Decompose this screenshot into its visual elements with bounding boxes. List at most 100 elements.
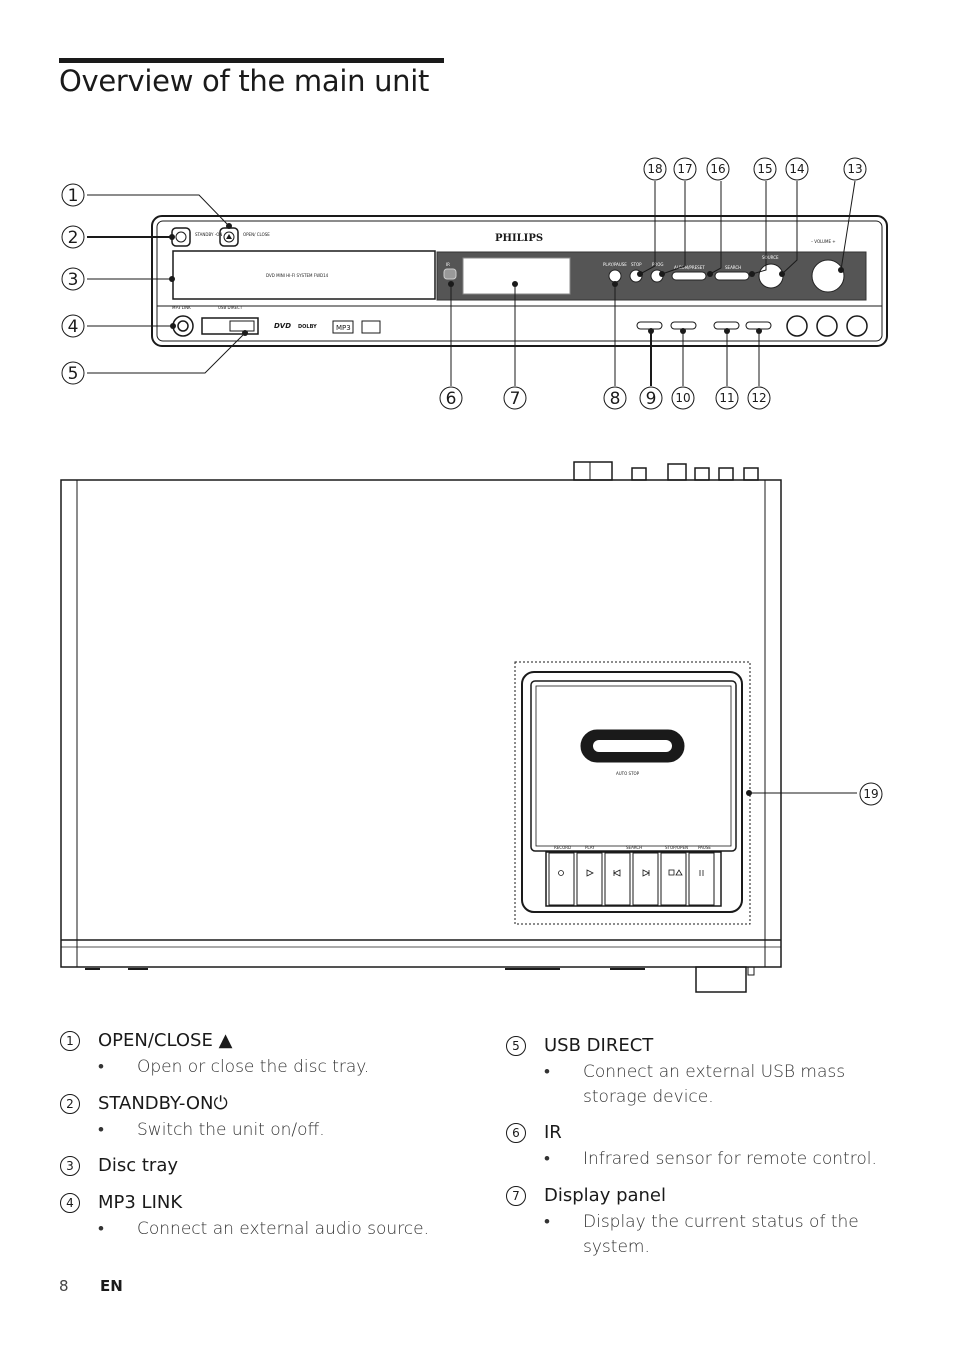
- standby-button[interactable]: [175, 231, 187, 243]
- mp3-link-label: MP3 LINK: [172, 305, 191, 310]
- play-pause-button[interactable]: [608, 269, 622, 283]
- callout-3: 3: [68, 270, 79, 290]
- callout-12: 12: [751, 391, 766, 405]
- callout-9: 9: [646, 389, 657, 409]
- top-view: [60, 461, 782, 993]
- stop-label: STOP: [631, 262, 642, 267]
- item-desc: Infrared sensor for remote control.: [583, 1149, 877, 1169]
- item-number: 2: [60, 1094, 80, 1114]
- volume-knob[interactable]: [811, 259, 845, 293]
- callout-15: 15: [757, 162, 772, 176]
- usb-direct-label: USB DIRECT: [218, 305, 243, 310]
- pause-button[interactable]: [688, 852, 715, 906]
- play-pause-label: PLAY/PAUSE: [603, 262, 627, 267]
- ir-label: IR: [446, 262, 450, 267]
- volume-label: – VOLUME +: [811, 239, 836, 244]
- record-label: RECORD: [554, 845, 571, 850]
- callout-18: 18: [647, 162, 662, 176]
- round-button-1[interactable]: [786, 315, 808, 337]
- dolby-logo: DOLBY: [298, 324, 317, 330]
- callout-2: 2: [68, 228, 79, 248]
- usb-direct-port[interactable]: [201, 317, 259, 335]
- auto-stop-label: AUTO STOP: [616, 771, 640, 776]
- callout-lines: [87, 180, 857, 794]
- item-label: IR: [544, 1122, 562, 1143]
- source-label: SOURCE: [762, 255, 779, 260]
- brand-logo: PHILIPS: [495, 233, 543, 244]
- round-button-3[interactable]: [846, 315, 868, 337]
- model-label: DVD MINI HI-FI SYSTEM FWD14: [266, 273, 329, 278]
- callout-19: 19: [863, 787, 878, 801]
- item-number: 7: [506, 1186, 526, 1206]
- album-preset-button[interactable]: [671, 271, 707, 281]
- item-desc: Connect an external USB mass storage dev…: [583, 1062, 846, 1107]
- callout-1: 1: [68, 186, 79, 206]
- callout-13: 13: [847, 162, 862, 176]
- button-9[interactable]: [636, 321, 663, 330]
- item-number: 1: [60, 1031, 80, 1051]
- search-button[interactable]: [714, 271, 750, 281]
- item-number: 4: [60, 1193, 80, 1213]
- language-code: EN: [100, 1277, 123, 1295]
- title-rule: [59, 58, 444, 63]
- page-number: 8: [59, 1277, 69, 1295]
- pause-label: PAUSE: [698, 845, 711, 850]
- button-11[interactable]: [713, 321, 740, 330]
- round-button-2[interactable]: [816, 315, 838, 337]
- item-desc: Connect an external audio source.: [137, 1219, 430, 1239]
- callout-circles: [61, 157, 883, 806]
- callout-5: 5: [68, 364, 79, 384]
- page-title: Overview of the main unit: [59, 64, 430, 98]
- play-label: PLAY: [585, 845, 595, 850]
- item-number: 6: [506, 1123, 526, 1143]
- callout-8: 8: [610, 389, 621, 409]
- main-unit-diagram: STANDBY -ON OPEN/ CLOSE MP3 LINK USB DIR…: [60, 157, 888, 993]
- item-label: Display panel: [544, 1185, 667, 1206]
- callout-dots: [169, 223, 844, 796]
- record-button[interactable]: [548, 852, 575, 906]
- standby-label: STANDBY -ON: [195, 232, 222, 237]
- display-panel: [462, 257, 571, 295]
- dvd-logo: DVD: [274, 322, 291, 330]
- item-label: Disc tray: [98, 1155, 178, 1176]
- callout-17: 17: [677, 162, 692, 176]
- callout-11: 11: [719, 391, 734, 405]
- open-close-label: OPEN/ CLOSE: [243, 232, 270, 237]
- callout-7: 7: [510, 389, 521, 409]
- callout-16: 16: [710, 162, 725, 176]
- front-panel: [151, 215, 888, 347]
- item-label: OPEN/CLOSE ▲: [98, 1030, 233, 1051]
- disc-tray[interactable]: [172, 250, 436, 300]
- open-close-button[interactable]: [223, 231, 235, 243]
- item-desc: Switch the unit on/off.: [137, 1120, 325, 1140]
- item-label: USB DIRECT: [544, 1035, 654, 1056]
- item-desc: Open or close the disc tray.: [137, 1057, 370, 1077]
- callout-6: 6: [446, 389, 457, 409]
- stop-open-label: STOP/OPEN: [665, 845, 688, 850]
- source-knob[interactable]: [758, 263, 784, 289]
- stop-open-button[interactable]: [660, 852, 687, 906]
- item-number: 3: [60, 1156, 80, 1176]
- cassette-deck[interactable]: [521, 671, 743, 913]
- search-label: SEARCH: [725, 265, 741, 270]
- cassette-search-label: SEARCH: [626, 845, 642, 850]
- fast-forward-button[interactable]: [632, 852, 659, 906]
- callout-10: 10: [675, 391, 690, 405]
- button-10[interactable]: [670, 321, 697, 330]
- rewind-button[interactable]: [604, 852, 631, 906]
- item-label: STANDBY-ON⏻: [98, 1093, 228, 1114]
- button-12[interactable]: [745, 321, 772, 330]
- album-preset-label: ALBUM/PRESET: [674, 265, 705, 270]
- play-button[interactable]: [576, 852, 603, 906]
- callout-4: 4: [68, 317, 79, 337]
- legend-item-3: 3 Disc tray: [60, 1155, 440, 1177]
- item-desc: Display the current status of the system…: [583, 1212, 859, 1257]
- item-label: MP3 LINK: [98, 1192, 183, 1213]
- callout-14: 14: [789, 162, 804, 176]
